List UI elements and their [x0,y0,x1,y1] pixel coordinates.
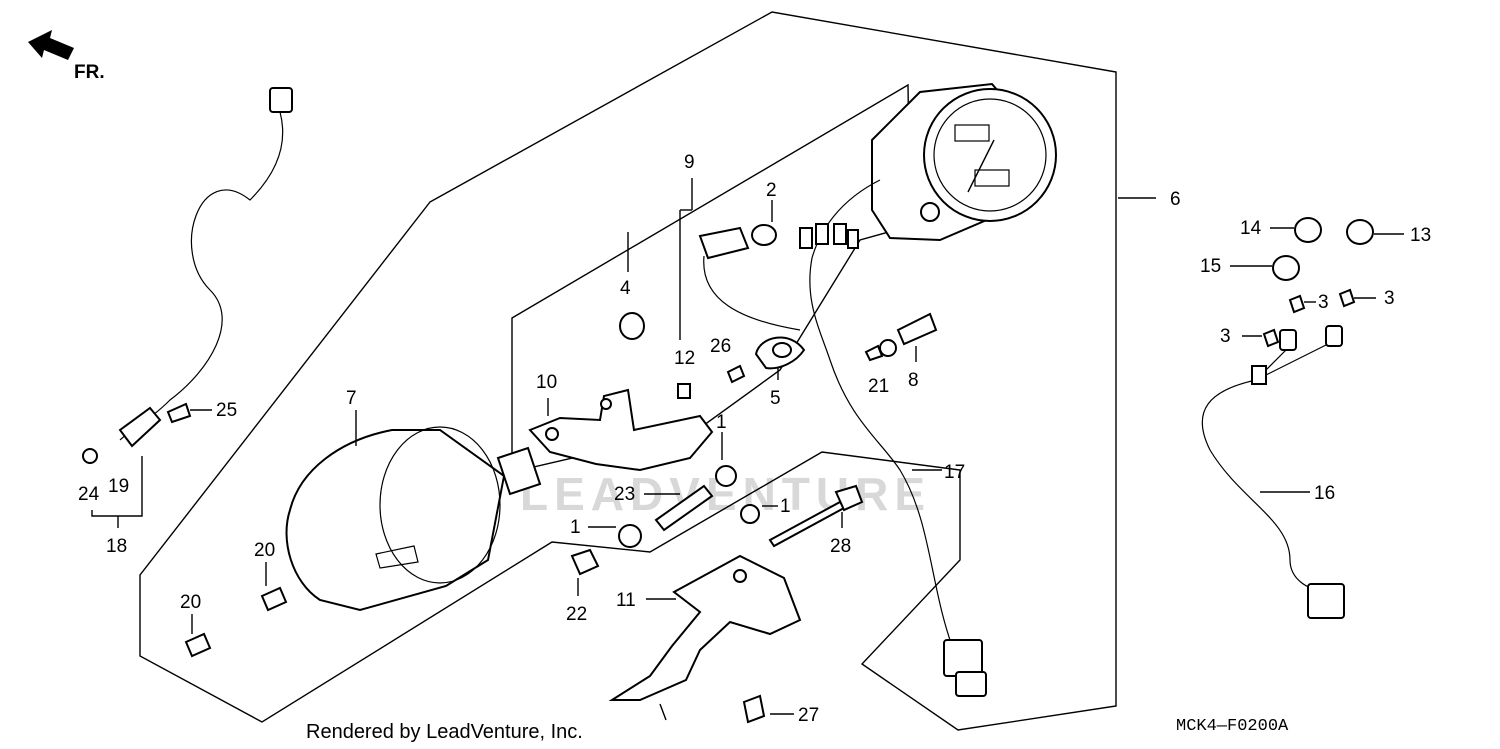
assembly-outline [139,11,1117,731]
meter-bracket-part [528,388,714,472]
callout-15: 15 [1200,256,1221,277]
callout-24: 24 [78,484,100,505]
bulb-15-part [1272,255,1300,281]
bolt-27-part [742,694,766,724]
callout-3b: 3 [1384,288,1395,309]
cable-nut-part [879,312,938,357]
washer-3a-part [1288,294,1306,314]
callout-28: 28 [830,536,851,557]
bulb-socket-part [698,224,801,331]
figure-code: MCK4—F0200A [1176,717,1289,736]
callout-11: 11 [616,590,636,611]
screw-26-part [726,364,746,384]
collar-part [654,484,714,532]
grommet-1b-part [740,504,760,524]
inner-outline [511,83,911,473]
front-direction-label: FR. [74,62,105,83]
callout-8: 8 [908,370,919,391]
callout-13: 13 [1410,225,1431,246]
screw-20a-part [260,586,288,612]
callout-16: 16 [1314,483,1335,504]
callout-26: 26 [710,336,731,357]
callout-10: 10 [536,372,557,393]
bulb-14-part [1294,217,1322,243]
callout-12: 12 [674,348,695,369]
screw-20b-part [184,632,212,658]
callout-20b: 20 [180,592,201,613]
grommet-1a-part [715,465,737,487]
callout-17: 17 [944,462,965,483]
grommet-part [619,312,645,340]
callout-19: 19 [108,476,129,497]
callout-3a: 3 [1318,292,1329,313]
cable-clamp-part [754,336,806,370]
callout-27: 27 [798,705,819,726]
screw-21-part [864,344,884,362]
speedometer-part [871,82,1057,242]
callout-20a: 20 [254,540,275,561]
callout-22: 22 [566,604,587,625]
nut-22-part [570,548,600,576]
callout-1b: 1 [780,496,791,517]
cushion-part [496,446,542,496]
grommet-1c-part [618,524,642,548]
callout-9: 9 [684,152,695,173]
washer-24-part [82,448,98,464]
screw-25-part [166,402,192,424]
meter-wiring-harness [799,179,987,697]
washer-3c-part [1262,328,1280,348]
indicator-harness-part [1201,325,1345,619]
callout-1a: 1 [716,412,727,433]
callout-23: 23 [614,484,635,505]
meter-case-part [285,426,506,612]
callout-1c: 1 [570,517,581,538]
callout-25: 25 [216,400,237,421]
bulb-13-part [1346,219,1374,245]
front-direction-arrow-icon [28,30,74,60]
credit-text: Rendered by LeadVenture, Inc. [306,721,583,743]
small-collar-part [677,383,691,399]
callout-7: 7 [346,388,357,409]
callout-3c: 3 [1220,326,1231,347]
speedometer-cable-part [118,87,293,448]
callout-4: 4 [620,278,631,299]
bolt-28-part [768,484,864,548]
callout-21: 21 [868,376,889,397]
meter-stay-part [608,554,802,701]
callout-6: 6 [1170,189,1181,210]
callout-18: 18 [106,536,127,557]
washer-3b-part [1338,288,1356,308]
callout-2: 2 [766,180,777,201]
callout-5: 5 [770,388,781,409]
callout-14: 14 [1240,218,1262,239]
